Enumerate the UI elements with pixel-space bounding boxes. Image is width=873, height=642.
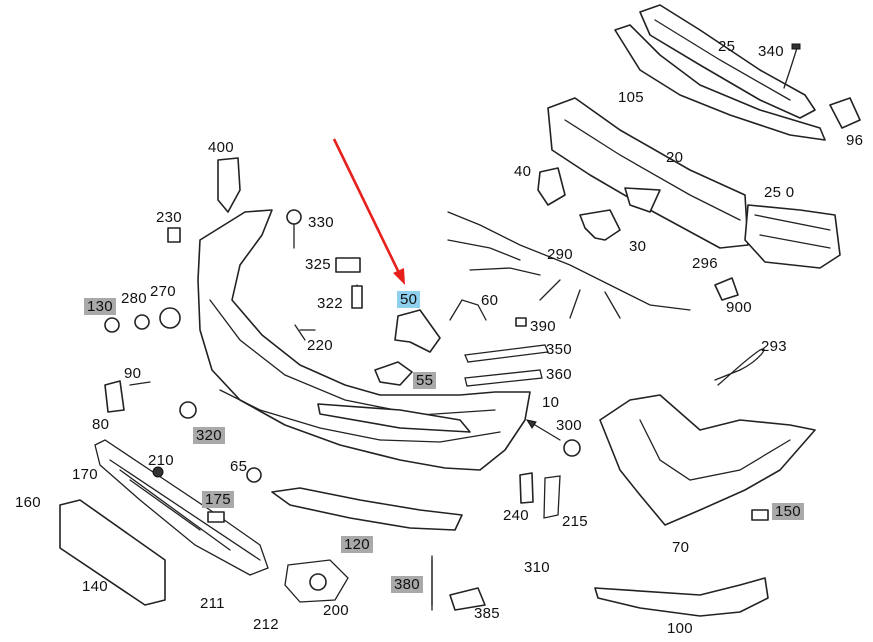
label-385: 385: [474, 605, 500, 622]
strip-360: [464, 369, 543, 387]
label-322: 322: [317, 295, 343, 312]
harness-290: [447, 211, 691, 319]
label-40: 40: [514, 163, 532, 180]
cable-60: [449, 299, 487, 321]
label-360: 360: [546, 366, 572, 383]
label-130: 130: [84, 298, 116, 315]
cap-96: [829, 97, 861, 129]
label-330: 330: [308, 214, 334, 231]
trim-120: [271, 487, 463, 531]
label-60: 60: [481, 292, 499, 309]
label-220: 220: [307, 337, 333, 354]
label-170: 170: [72, 466, 98, 483]
pad-30: [579, 209, 621, 241]
part-55: [374, 361, 413, 386]
label-230: 230: [156, 209, 182, 226]
bracket-70: [599, 394, 816, 526]
label-80: 80: [92, 416, 110, 433]
label-240: 240: [503, 507, 529, 524]
label-20: 20: [666, 149, 684, 166]
bracket-105: [614, 24, 826, 141]
misc-fasteners: [104, 257, 769, 611]
label-211: 211: [200, 595, 225, 612]
pad-40: [537, 167, 566, 206]
label-400: 400: [208, 139, 234, 156]
screw-330: [286, 209, 302, 249]
clip-230: [167, 227, 181, 243]
label-30: 30: [629, 238, 647, 255]
label-100: 100: [667, 620, 693, 637]
red-arrow: [332, 138, 405, 285]
label-120: 120: [341, 536, 373, 553]
bolt-340: [783, 43, 801, 89]
label-175: 175: [202, 491, 234, 508]
label-293: 293: [761, 338, 787, 355]
bracket-400: [217, 157, 241, 213]
label-300: 300: [556, 417, 582, 434]
leader-arrow-10: [525, 419, 561, 441]
label-55: 55: [413, 372, 437, 389]
spoiler-100: [594, 577, 769, 617]
label-350: 350: [546, 341, 572, 358]
cable-tie-293: [714, 348, 765, 386]
label-50: 50: [397, 291, 421, 308]
label-150: 150: [772, 503, 804, 520]
label-200: 200: [323, 602, 349, 619]
bracket-25: [639, 4, 816, 119]
label-310: 310: [524, 559, 550, 576]
label-340: 340: [758, 43, 784, 60]
label-160: 160: [15, 494, 41, 511]
label-296: 296: [692, 255, 718, 272]
label-210: 210: [148, 452, 174, 469]
label-280: 280: [121, 290, 147, 307]
label-90: 90: [124, 365, 142, 382]
label-320: 320: [193, 427, 225, 444]
label-25: 25: [718, 38, 736, 55]
label-325: 325: [305, 256, 331, 273]
label-70: 70: [672, 539, 690, 556]
label-96: 96: [846, 132, 864, 149]
grille-170: [94, 439, 269, 576]
label-10: 10: [542, 394, 560, 411]
label-390: 390: [530, 318, 556, 335]
bolt-322: [351, 285, 363, 309]
strip-350: [464, 344, 549, 363]
label-380: 380: [391, 576, 423, 593]
bracket-50: [394, 309, 441, 353]
sensor-900: [714, 277, 739, 301]
label-250: 25 0: [764, 184, 795, 201]
label-105: 105: [618, 89, 644, 106]
bumper-beam-20: [547, 97, 749, 249]
mount-250: [744, 204, 841, 269]
bumper-cover-10: [197, 209, 531, 471]
label-900: 900: [726, 299, 752, 316]
label-140: 140: [82, 578, 108, 595]
label-215: 215: [562, 513, 588, 530]
label-270: 270: [150, 283, 176, 300]
label-212: 212: [253, 616, 279, 633]
label-290: 290: [547, 246, 573, 263]
label-65: 65: [230, 458, 248, 475]
license-plate-140: [59, 499, 166, 606]
grille-200: [284, 559, 349, 603]
